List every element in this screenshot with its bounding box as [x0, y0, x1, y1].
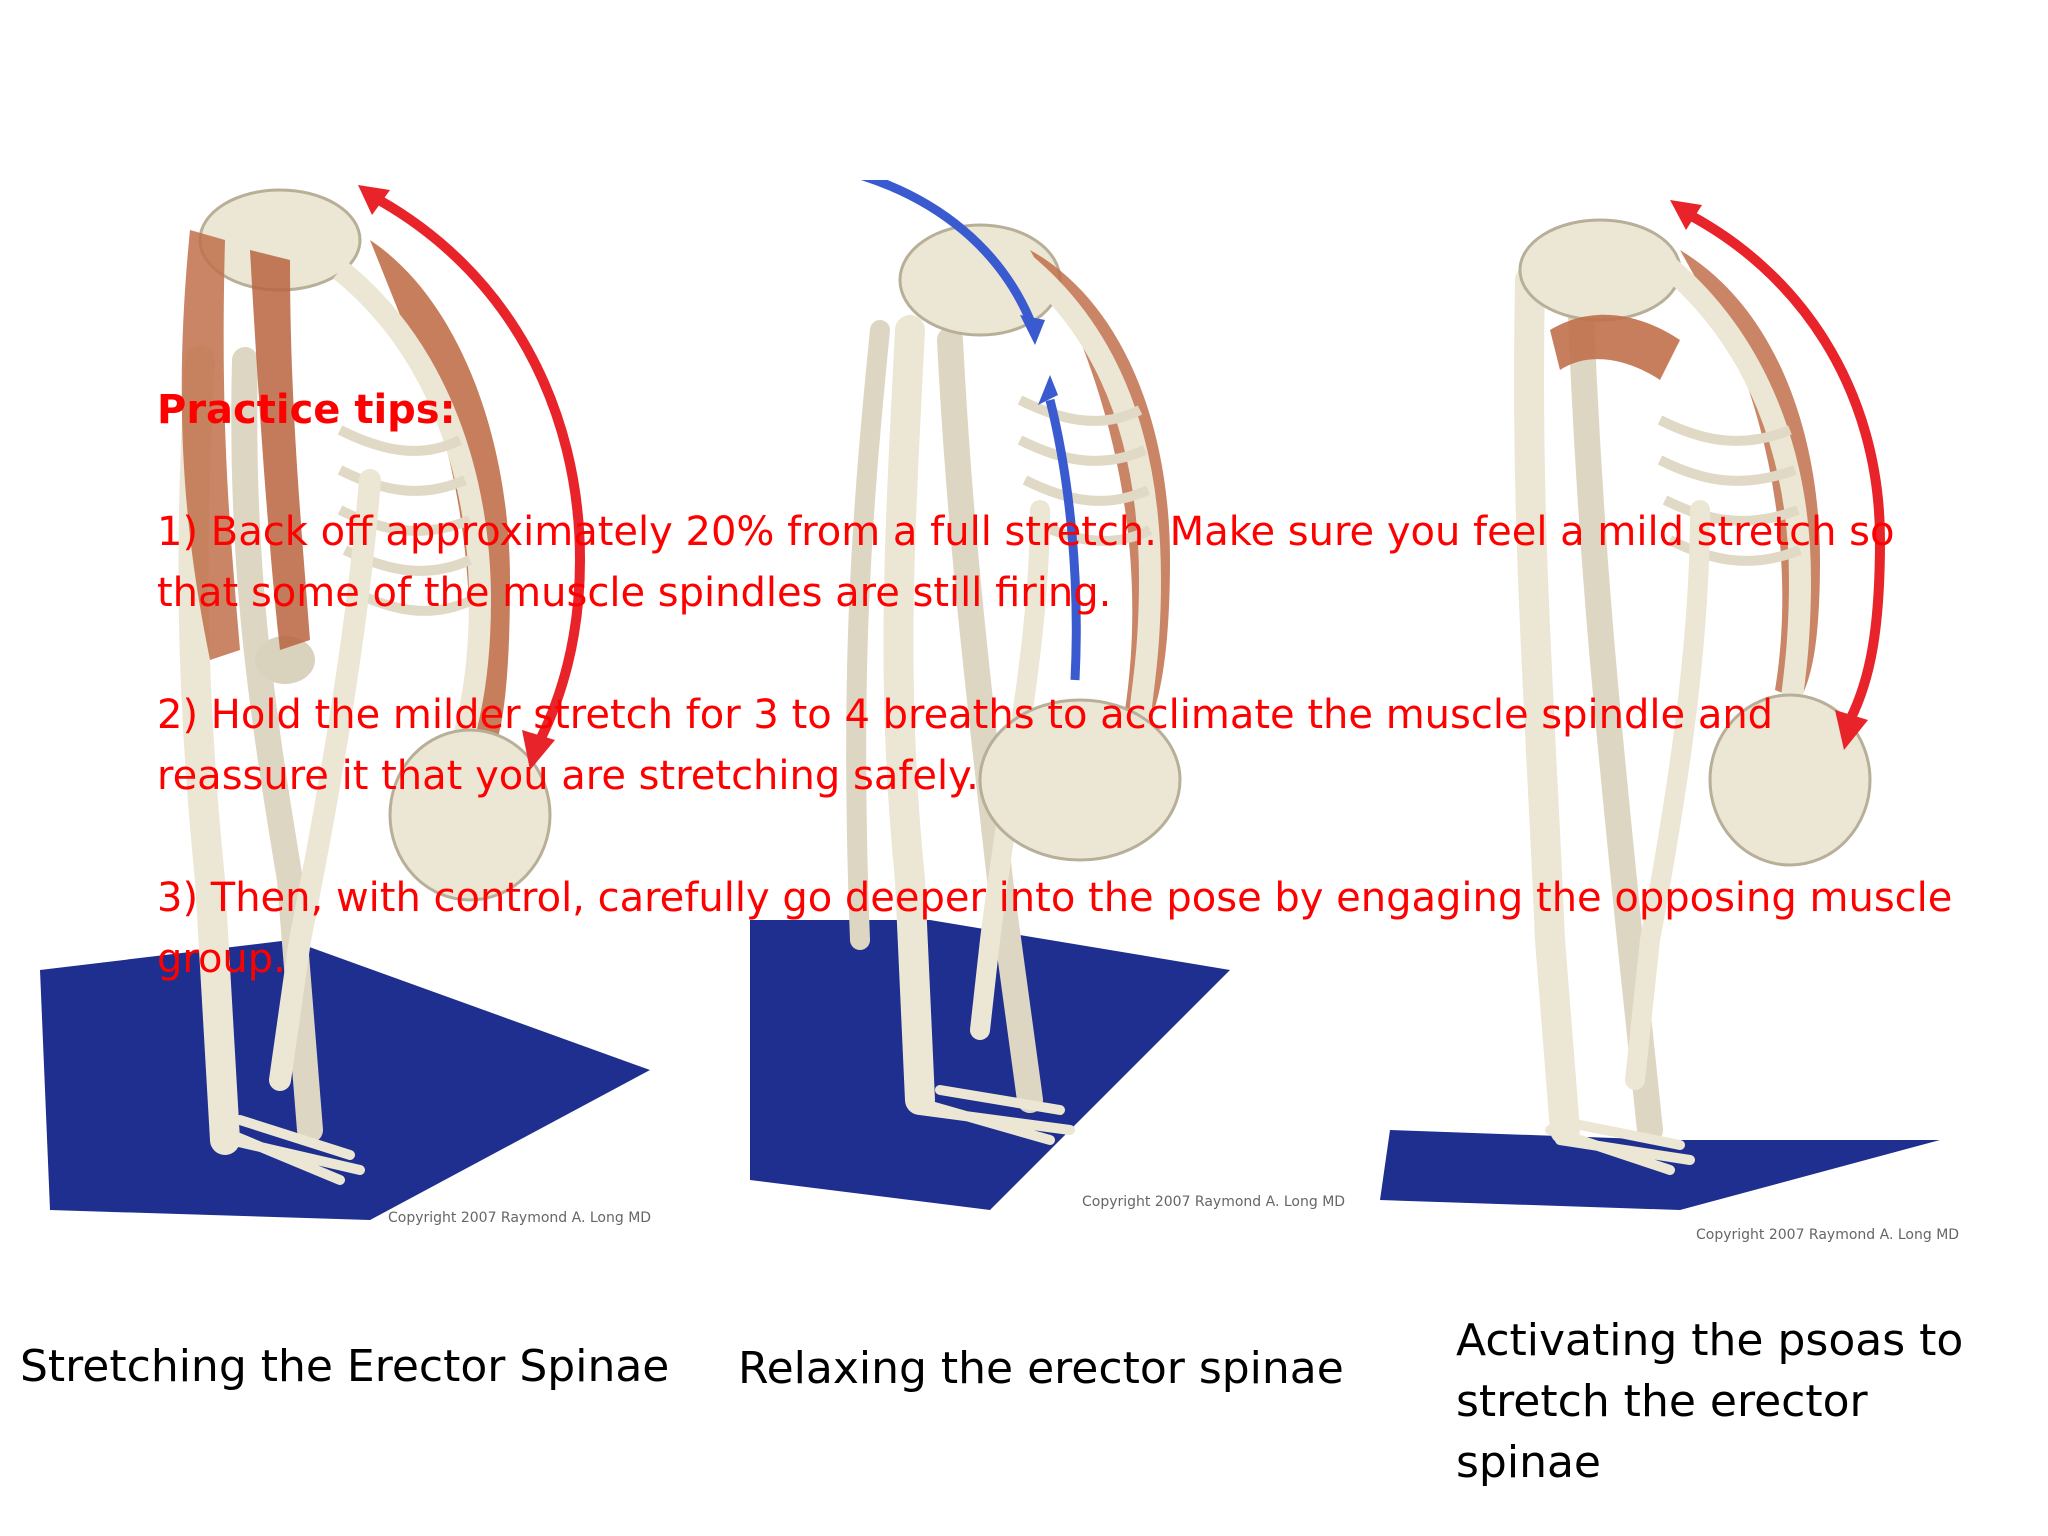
copyright-notice: Copyright 2007 Raymond A. Long MD — [1082, 1194, 1346, 1210]
figure-caption-relaxing: Relaxing the erector spinae — [738, 1343, 1344, 1394]
practice-tip-item: 1) Back off approximately 20% from a ful… — [157, 509, 1895, 616]
practice-tips: Practice tips: 1) Back off approximately… — [157, 380, 1957, 990]
copyright-notice: Copyright 2007 Raymond A. Long MD — [1696, 1227, 1960, 1243]
forward-fold-illustration-relaxing — [740, 180, 1380, 1240]
figure-caption-stretching: Stretching the Erector Spinae — [20, 1341, 670, 1392]
practice-tips-heading: Practice tips: — [157, 387, 456, 433]
forward-fold-illustration-activating-psoas — [1380, 180, 2020, 1240]
skeleton-figure-2 — [750, 180, 1230, 1210]
copyright-notice: Copyright 2007 Raymond A. Long MD — [388, 1210, 652, 1226]
skeleton-figure-1 — [40, 185, 650, 1220]
forward-fold-illustration-stretching — [40, 180, 700, 1240]
practice-tip-item: 2) Hold the milder stretch for 3 to 4 br… — [157, 692, 1774, 799]
skeleton-figure-3 — [1380, 200, 1940, 1210]
figure-caption-activating: Activating the psoas to stretch the erec… — [1456, 1315, 1964, 1488]
yoga-mat — [750, 920, 1230, 1210]
yoga-mat — [40, 940, 650, 1220]
practice-tip-item: 3) Then, with control, carefully go deep… — [157, 875, 1953, 982]
